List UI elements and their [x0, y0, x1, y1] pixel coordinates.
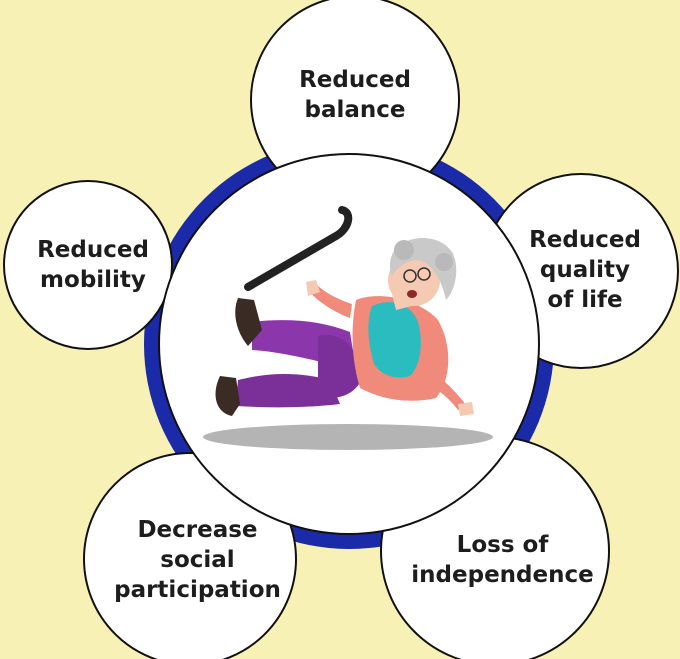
node-label-right-upper: Reduced quality of life: [529, 227, 641, 313]
node-circle-left-lower: [83, 452, 297, 659]
node-label-left-lower: Decrease social participation: [114, 517, 281, 603]
elderly-woman-falling-with-cane-icon: [203, 206, 493, 450]
node-circle-left-upper: [3, 180, 173, 350]
node-label-top: Reduced balance: [299, 67, 411, 123]
node-label-right-lower: Loss of independence: [411, 532, 594, 588]
node-label-left-upper: Reduced mobility: [37, 237, 149, 293]
